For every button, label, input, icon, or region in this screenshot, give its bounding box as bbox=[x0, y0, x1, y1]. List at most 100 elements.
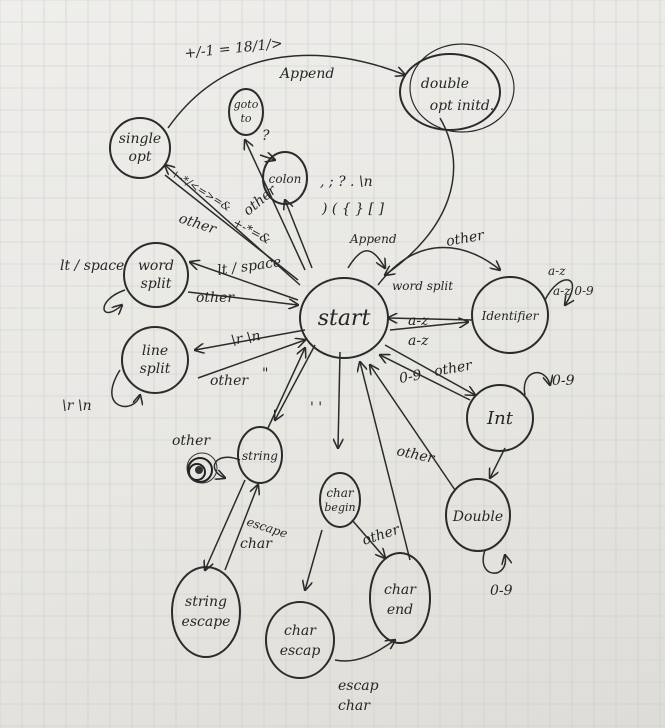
edge-start-to-int bbox=[384, 344, 475, 395]
edge-label-question: ? bbox=[262, 128, 270, 144]
label-double-opt-2: opt initd. bbox=[430, 98, 494, 114]
label-int: Int bbox=[486, 408, 514, 429]
node-identifier bbox=[471, 276, 549, 354]
edge-label-other-ident: other bbox=[445, 227, 487, 250]
node-char-end bbox=[369, 552, 431, 644]
edge-label-word-split-back: word split bbox=[392, 279, 453, 293]
edge-int-to-start bbox=[380, 355, 471, 401]
node-word-split bbox=[123, 242, 189, 308]
edge-charbegin-to-charend bbox=[351, 519, 385, 558]
node-double-opt bbox=[399, 53, 501, 131]
label-string-escape-1: string bbox=[185, 594, 227, 610]
label-goto-1: goto bbox=[234, 98, 259, 111]
edge-linesplit-to-start bbox=[197, 340, 305, 379]
edge-label-ident-loop1: a-z bbox=[548, 264, 566, 278]
node-string-escape bbox=[171, 566, 241, 658]
edge-string-to-escape bbox=[205, 479, 246, 570]
edge-label-ws-other: other bbox=[196, 290, 235, 306]
label-line-split-1: line bbox=[142, 343, 168, 359]
label-word-split-2: split bbox=[141, 276, 172, 292]
edge-charescape-to-charend bbox=[334, 640, 395, 662]
label-single-opt-2: opt bbox=[128, 149, 151, 165]
edge-label-punct2: ) ( { } [ ] bbox=[321, 201, 384, 217]
edge-label-escape-char-1: escap bbox=[338, 678, 379, 694]
label-single-opt-1: single bbox=[119, 131, 161, 147]
label-word-split-1: word bbox=[138, 258, 174, 274]
edge-label-az2: a-z bbox=[408, 333, 429, 349]
edge-single-to-start bbox=[164, 174, 299, 281]
label-char-end-1: char bbox=[384, 582, 417, 598]
edge-label-other-string: other bbox=[172, 433, 211, 449]
edge-append-loop bbox=[347, 250, 385, 268]
edges bbox=[103, 54, 572, 662]
node-int bbox=[466, 384, 534, 452]
label-colon: colon bbox=[269, 172, 302, 186]
edge-label-quote-dbl: " bbox=[262, 366, 268, 382]
nodes bbox=[109, 43, 549, 679]
label-char-end-2: end bbox=[387, 602, 413, 618]
scribble-blot bbox=[186, 452, 218, 484]
label-char-escape-1: char bbox=[284, 623, 317, 639]
edge-charend-to-start bbox=[360, 362, 411, 561]
edge-start-to-wordsplit bbox=[190, 262, 299, 301]
node-double bbox=[445, 478, 511, 552]
edge-identifier-to-start bbox=[388, 318, 473, 320]
edge-start-to-single bbox=[165, 165, 301, 286]
edge-label-quote-single: ' ' bbox=[310, 400, 322, 416]
edge-int-to-double bbox=[490, 447, 506, 478]
edge-escape-to-string bbox=[224, 485, 258, 571]
label-char-escape-2: escap bbox=[280, 643, 321, 659]
edge-label-ident-loop2: a-z 0-9 bbox=[553, 284, 594, 298]
edge-start-to-goto bbox=[245, 140, 306, 271]
label-char-begin-1: char bbox=[326, 486, 355, 500]
node-char-escape bbox=[265, 601, 335, 679]
edge-start-to-colon bbox=[285, 200, 313, 269]
label-double-opt-1: double bbox=[421, 76, 469, 92]
edge-identifier-loop bbox=[544, 279, 572, 305]
node-string bbox=[237, 426, 283, 484]
edge-start-to-linesplit bbox=[195, 329, 306, 350]
label-char-begin-2: begin bbox=[324, 501, 355, 514]
edge-start-to-identifier-az bbox=[389, 322, 468, 331]
label-string: string bbox=[242, 449, 278, 463]
edge-label-ls-in: \r \n bbox=[230, 328, 262, 349]
label-line-split-2: split bbox=[140, 361, 171, 377]
edge-linesplit-loop bbox=[111, 369, 140, 408]
edge-charbegin-to-charescape bbox=[305, 529, 323, 590]
node-goto bbox=[228, 88, 264, 136]
edge-label-ls-loop: \r \n bbox=[62, 398, 92, 414]
edge-goto-to-colon bbox=[259, 155, 275, 160]
edge-label-num-in: 0-9 bbox=[398, 367, 423, 387]
node-single-opt bbox=[109, 117, 171, 179]
edge-label-escape-char-2: char bbox=[338, 698, 371, 714]
node-start bbox=[299, 277, 389, 359]
edge-start-to-charbegin bbox=[338, 351, 340, 448]
edge-label-other-char: other bbox=[360, 521, 402, 548]
edge-label-other-double: other bbox=[395, 443, 437, 467]
edge-int-loop bbox=[523, 371, 550, 396]
label-double: Double bbox=[452, 509, 503, 525]
edge-label-append-top: Append bbox=[278, 66, 334, 82]
node-labels: start double opt initd. single opt goto … bbox=[119, 76, 540, 659]
node-line-split bbox=[121, 326, 189, 394]
edge-double-to-start bbox=[370, 365, 456, 491]
node-char-begin bbox=[319, 472, 361, 528]
edge-label-ws-in: lt / space bbox=[216, 254, 282, 279]
edge-label-az1: a-z bbox=[408, 313, 429, 329]
label-string-escape-2: escape bbox=[182, 614, 231, 630]
label-identifier: Identifier bbox=[481, 309, 540, 323]
edge-wordsplit-to-start bbox=[187, 291, 298, 305]
edge-label-punct1: , ; ? . \n bbox=[320, 174, 373, 190]
edge-double-loop bbox=[482, 549, 505, 574]
edge-label-int-loop: 0-9 bbox=[552, 373, 575, 389]
edge-string-to-start bbox=[267, 348, 305, 429]
edge-label-ws-loop: lt / space bbox=[60, 258, 124, 274]
edge-label-ls-other: other bbox=[210, 373, 249, 389]
edge-string-loop bbox=[213, 456, 241, 478]
edge-label-num-other: other bbox=[433, 357, 475, 380]
edge-wordsplit-loop bbox=[103, 289, 126, 313]
edge-label-escape-str-2: char bbox=[240, 536, 273, 552]
